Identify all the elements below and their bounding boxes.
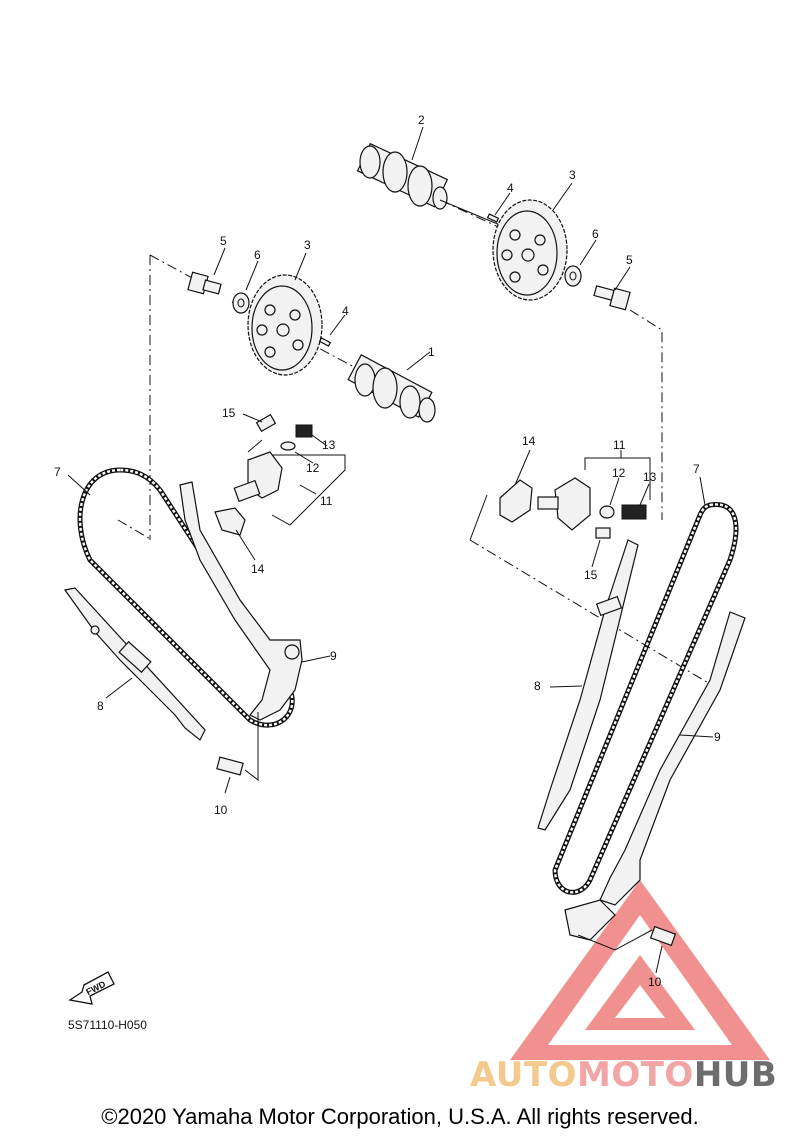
callout-washer-right: 6 bbox=[592, 227, 599, 241]
cam-chain-tensioner-right bbox=[554, 477, 591, 531]
callout-tensioner-bolt-right: 15 bbox=[584, 568, 598, 582]
callout-pin-left: 4 bbox=[342, 304, 349, 318]
fwd-arrow-icon: FWD bbox=[68, 971, 115, 1005]
watermark-part-moto: MOTO bbox=[576, 1055, 694, 1095]
chain-guide-right bbox=[537, 539, 639, 831]
callout-sprocket-right: 3 bbox=[569, 168, 576, 182]
sprocket-hub bbox=[276, 323, 290, 337]
camshaft-right bbox=[356, 142, 449, 210]
tensioner-guide-left-pivot bbox=[284, 644, 300, 660]
sprocket-washer-right-hole bbox=[569, 271, 577, 281]
sprocket-hole bbox=[534, 234, 546, 246]
bracket-line bbox=[584, 457, 651, 500]
sprocket-hub bbox=[521, 248, 535, 262]
sprocket-bolt-right-head bbox=[609, 287, 631, 311]
callout-bolt-left: 5 bbox=[220, 234, 227, 248]
callout-tensioner-assy-left: 11 bbox=[320, 494, 333, 508]
reference-line bbox=[469, 539, 721, 691]
callout-tensioner-assy-right: 11 bbox=[613, 438, 626, 452]
bracket-line bbox=[577, 929, 653, 951]
callout-sprocket-left: 3 bbox=[304, 238, 311, 252]
callout-tensioner-cap-right: 13 bbox=[643, 470, 657, 484]
callout-tensioner-washer-right: 12 bbox=[612, 466, 626, 480]
tensioner-cap-left bbox=[295, 424, 313, 438]
watermark-part-hub: HUB bbox=[693, 1055, 778, 1095]
callout-tensioner-guide-right: 9 bbox=[714, 730, 721, 744]
bracket-line bbox=[271, 454, 346, 526]
diagram-code: 5S71110-H050 bbox=[68, 1018, 147, 1032]
reference-line bbox=[629, 309, 663, 520]
reference-line bbox=[231, 301, 436, 411]
tensioner-washer-right bbox=[599, 505, 615, 519]
tensioner-plunger-right bbox=[537, 496, 559, 510]
sprocket-washer-right bbox=[564, 265, 582, 287]
callout-guide-bolt-right: 10 bbox=[648, 975, 662, 989]
callout-guide-bolt-left: 10 bbox=[214, 803, 228, 817]
callout-gasket-left: 14 bbox=[251, 562, 265, 576]
callout-camshaft-left: 1 bbox=[428, 345, 435, 359]
gasket-left bbox=[214, 507, 246, 536]
guide-bolt-right bbox=[649, 925, 677, 947]
callout-guide-left: 8 bbox=[97, 699, 104, 713]
tensioner-guide-left bbox=[179, 481, 303, 721]
tensioner-guide-right-foot bbox=[564, 899, 616, 941]
watermark-logo bbox=[510, 880, 770, 1060]
callout-camshaft-right: 2 bbox=[418, 113, 425, 127]
sprocket-bolt-left-shank bbox=[202, 279, 222, 295]
dowel-pin-right bbox=[486, 213, 500, 223]
sprocket-hole bbox=[264, 346, 276, 358]
sprocket-hole bbox=[264, 304, 276, 316]
sprocket-hole bbox=[256, 324, 268, 336]
bracket-line bbox=[244, 712, 259, 782]
cam-chain-right-links bbox=[553, 503, 738, 894]
camshaft-left bbox=[347, 354, 436, 423]
sprocket-hole bbox=[501, 249, 513, 261]
tensioner-cap-right bbox=[621, 504, 647, 520]
callout-tensioner-guide-left: 9 bbox=[330, 649, 337, 663]
reference-line bbox=[439, 199, 506, 231]
sprocket-washer-left bbox=[232, 292, 250, 314]
tensioner-washer-left bbox=[280, 441, 296, 451]
cam-chain-left-links bbox=[78, 468, 294, 727]
watermark-part-auto: AUTO bbox=[470, 1055, 577, 1095]
tensioner-guide-right bbox=[599, 611, 746, 906]
bracket-line bbox=[469, 494, 488, 541]
callout-chain-left: 7 bbox=[54, 465, 61, 479]
chain-guide-left-pad bbox=[118, 640, 152, 674]
sprocket-washer-left-hole bbox=[237, 298, 245, 308]
gasket-right bbox=[499, 479, 533, 523]
tensioner-bolt-left bbox=[255, 413, 277, 433]
callout-washer-left: 6 bbox=[254, 248, 261, 262]
copyright-notice: ©2020 Yamaha Motor Corporation, U.S.A. A… bbox=[101, 1104, 699, 1129]
leader-lines bbox=[67, 126, 714, 974]
callout-bolt-right: 5 bbox=[626, 253, 633, 267]
callout-tensioner-washer-left: 12 bbox=[306, 461, 320, 475]
reference-line bbox=[117, 519, 153, 541]
sprocket-hole bbox=[292, 339, 304, 351]
callout-tensioner-cap-left: 13 bbox=[322, 438, 336, 452]
guide-bolt-left bbox=[216, 756, 244, 776]
callout-tensioner-bolt-left: 15 bbox=[222, 406, 236, 420]
chain-guide-left-pivot bbox=[90, 625, 100, 635]
sprocket-hole bbox=[509, 271, 521, 283]
tensioner-plunger-left bbox=[233, 479, 261, 503]
tensioner-bolt-right bbox=[595, 527, 611, 539]
callout-chain-right: 7 bbox=[693, 462, 700, 476]
callout-gasket-right: 14 bbox=[522, 434, 536, 448]
sprocket-hole bbox=[509, 229, 521, 241]
chain-guide-right-pad bbox=[595, 595, 623, 617]
dowel-pin-left bbox=[318, 337, 332, 347]
bracket-line bbox=[247, 439, 263, 453]
watermark-text: AUTOMOTOHUB bbox=[470, 1055, 777, 1095]
sprocket-hole bbox=[289, 309, 301, 321]
shaft-axis bbox=[439, 199, 501, 226]
callout-guide-right: 8 bbox=[534, 679, 541, 693]
callout-pin-right: 4 bbox=[507, 181, 514, 195]
sprocket-hole bbox=[537, 264, 549, 276]
sprocket-bolt-right bbox=[593, 285, 615, 301]
